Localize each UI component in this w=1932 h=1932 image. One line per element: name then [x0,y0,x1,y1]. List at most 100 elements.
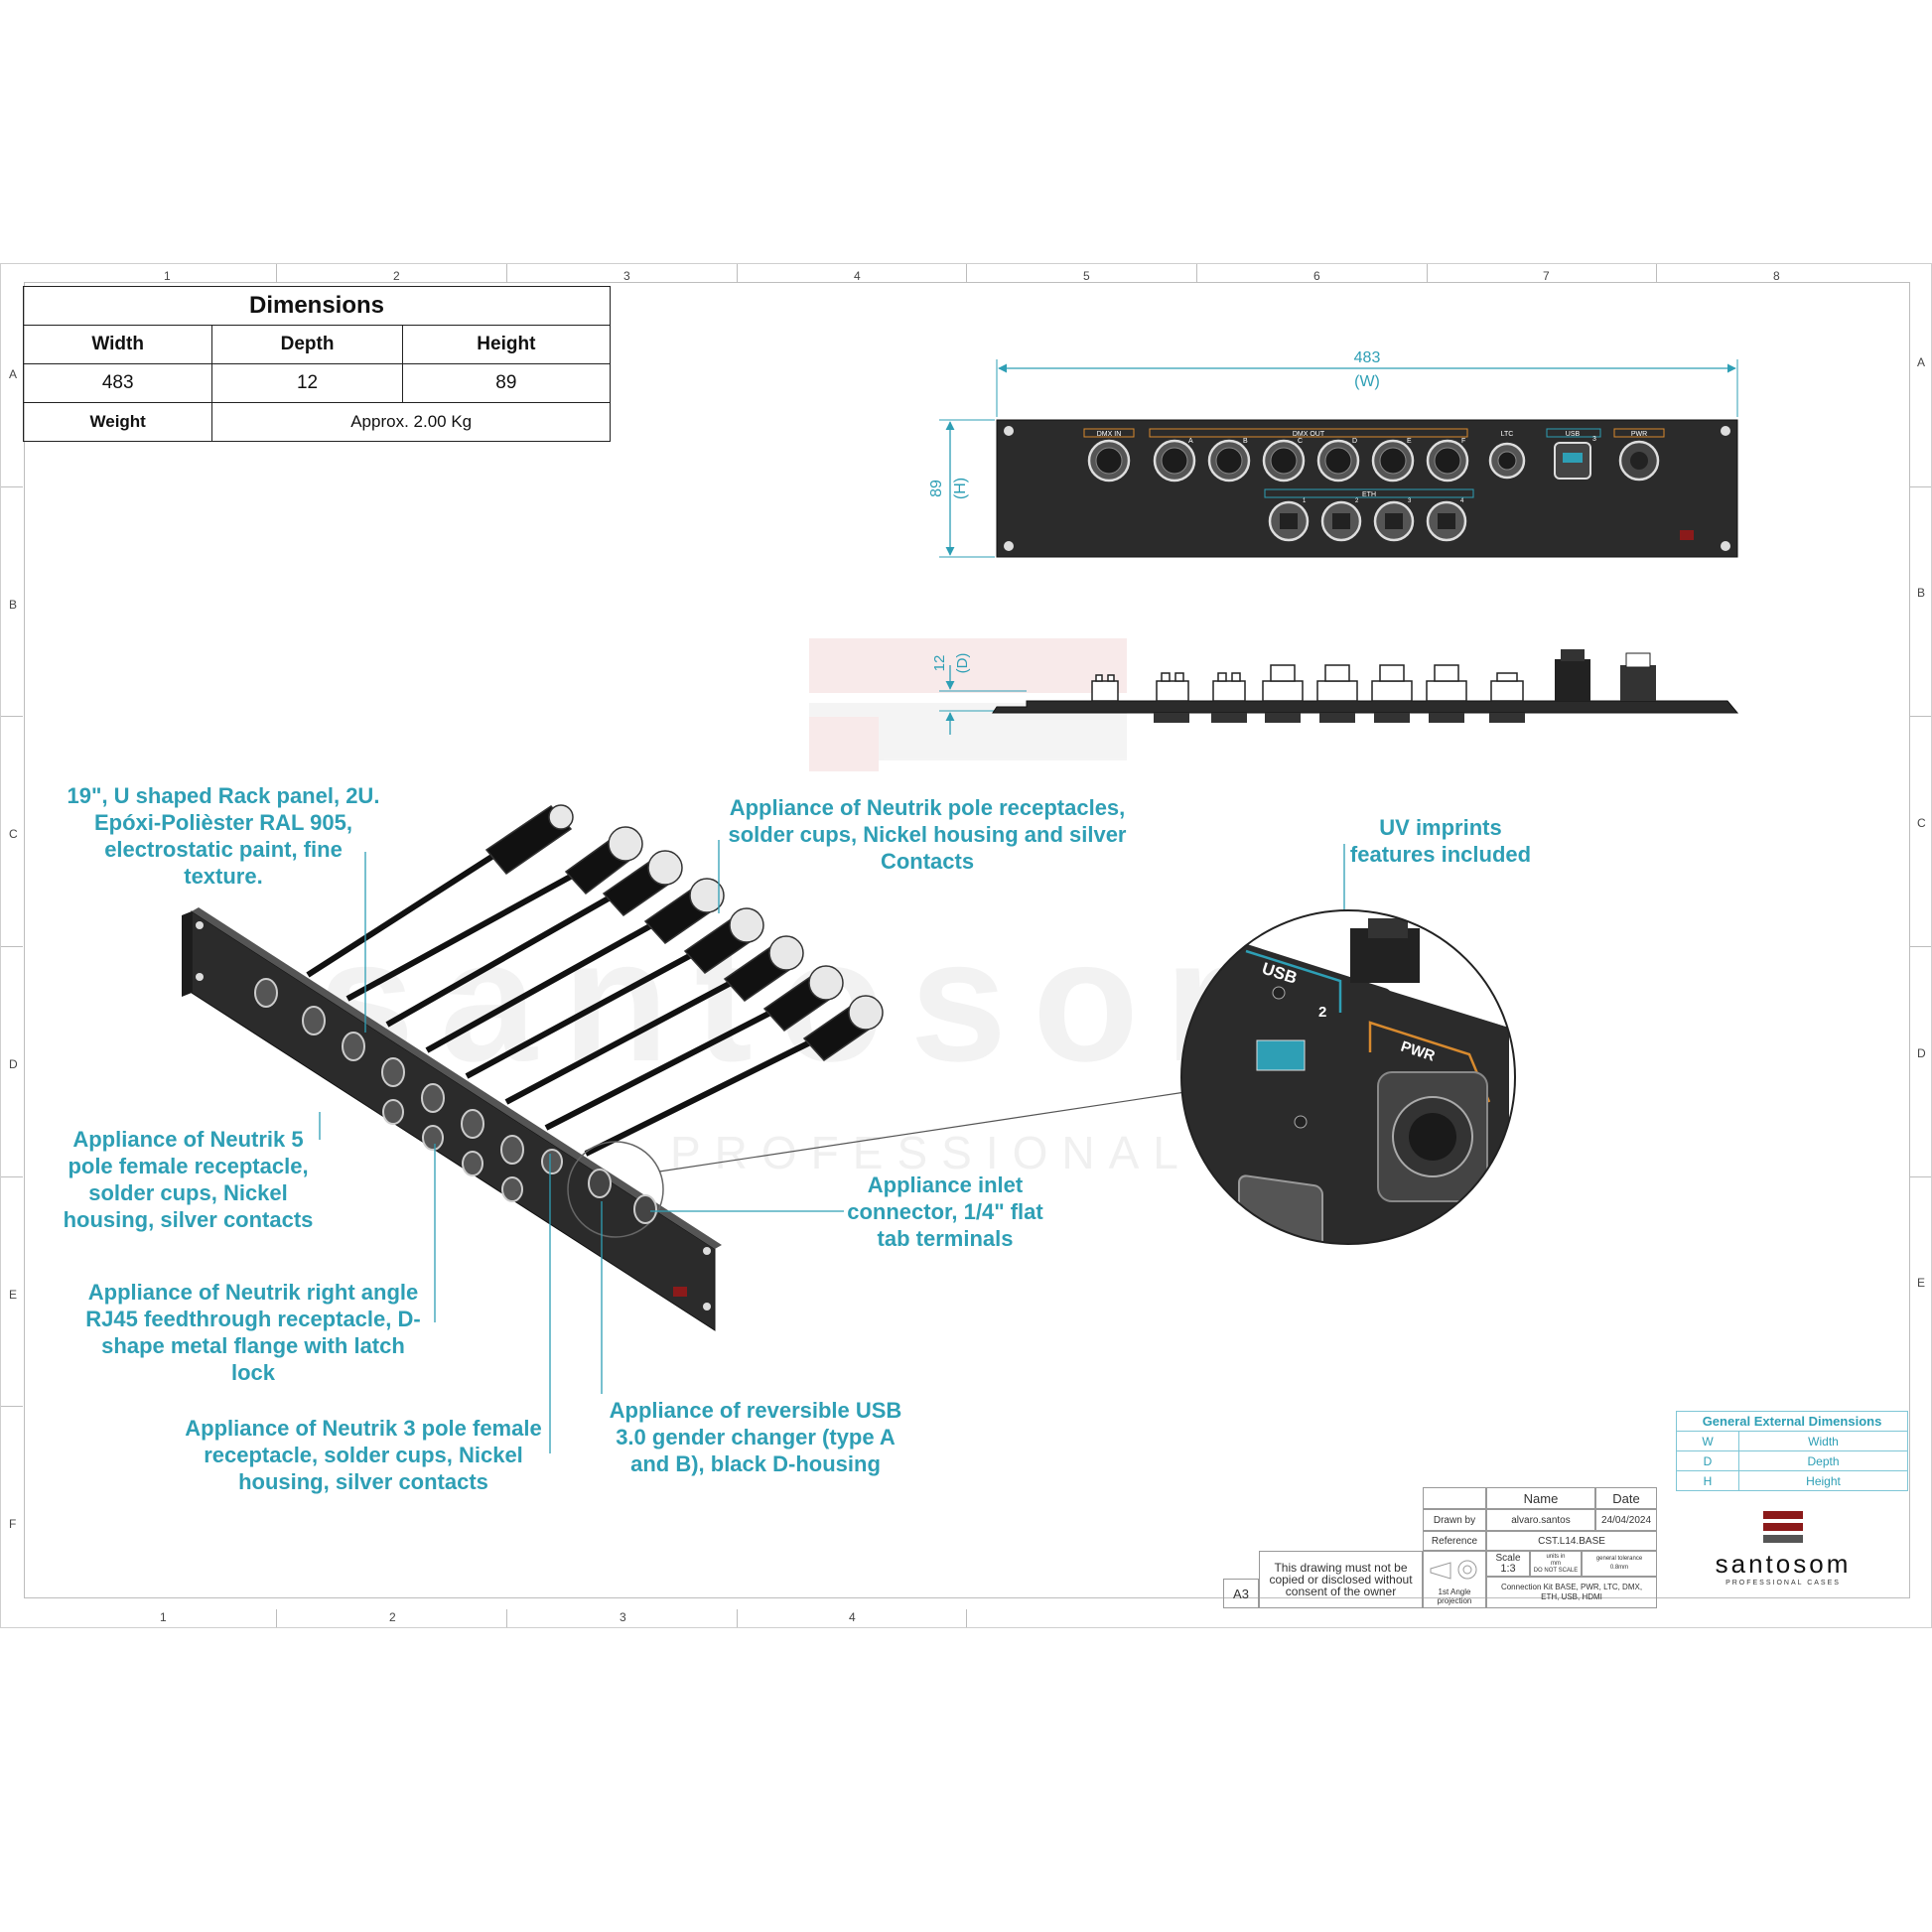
col-4: 4 [854,269,861,283]
height-dim-value: 89 [928,480,945,497]
projection-line-1: 1st Angle [1439,1587,1471,1596]
callout-neutrik-pole: Appliance of Neutrik pole receptacles, s… [728,795,1127,874]
row-c: C [9,827,18,841]
col-1: 1 [164,269,171,283]
name-header: Name [1486,1487,1595,1509]
col-b-1: 1 [160,1610,167,1624]
callout-inlet: Appliance inlet connector, 1/4" flat tab… [847,1173,1043,1251]
date-value: 24/04/2024 [1595,1509,1657,1531]
detail-usb-number: 2 [1318,1004,1326,1021]
gd-w: W [1676,1431,1739,1451]
front-xlr-connectors [1087,439,1526,483]
units-cell: units in mm DO NOT SCALE [1530,1551,1582,1577]
mount-hole [1004,541,1014,551]
company-logo: santosom PROFESSIONAL CASES [1657,1487,1909,1608]
isometric-xlr-plugs [484,804,884,1061]
projection-line-2: projection [1438,1596,1472,1605]
col-b-4: 4 [849,1610,856,1624]
out-d: D [1352,438,1357,445]
tolerance-cell: general tolerance 0.8mm [1582,1551,1657,1577]
front-eth-connectors [1268,500,1467,542]
height-dim-letter: (H) [952,478,969,499]
row-d: D [9,1057,18,1071]
depth-dim-letter: (D) [954,653,971,674]
weight-value: Approx. 2.00 Kg [211,402,611,442]
scale-value: 1:3 [1500,1563,1516,1575]
dimensions-title: Dimensions [23,286,611,326]
dimensions-table: Dimensions Width Depth Height 483 12 89 … [22,286,612,442]
col-2: 2 [393,269,400,283]
side-view: 12 (D) [931,649,1739,735]
front-out-letters: A B C D E F [1188,438,1465,445]
out-e: E [1407,438,1412,445]
tolerance-value: 0.8mm [1609,1565,1629,1571]
projection-symbol-cell: 1st Angle projection [1423,1551,1486,1608]
col-b-2: 2 [389,1610,396,1624]
drawing-description: Connection Kit BASE, PWR, LTC, DMX, ETH,… [1486,1577,1657,1608]
weight-label: Weight [22,402,213,442]
gd-width: Width [1738,1431,1908,1451]
row-f: F [9,1517,17,1531]
mount-hole [1721,426,1730,436]
callout-neutrik-5pole: Appliance of Neutrik 5 pole female recep… [63,1127,314,1232]
width-header: Width [22,325,213,364]
date-header: Date [1595,1487,1657,1509]
front-label-usb-number: 3 [1592,436,1596,443]
row-r-e: E [1917,1276,1926,1290]
out-f: F [1461,438,1465,445]
scale-label: Scale [1495,1553,1521,1564]
front-label-ltc: LTC [1501,431,1514,438]
row-r-d: D [1917,1046,1926,1060]
height-header: Height [401,325,612,364]
front-view: 483 (W) 89 (H) DMX IN DMX OUT LTC USB 3 … [928,349,1738,558]
width-dim-value: 483 [1354,349,1381,366]
logo-icon [1763,1511,1803,1543]
col-3: 3 [623,269,630,283]
col-8: 8 [1773,269,1780,283]
reference-value: CST.L14.BASE [1486,1531,1657,1551]
gd-d: D [1676,1450,1739,1471]
callout-usb: Appliance of reversible USB 3.0 gender c… [609,1398,902,1476]
col-5: 5 [1083,269,1090,283]
depth-header: Depth [211,325,403,364]
drawn-by-label: Drawn by [1423,1509,1486,1531]
tolerance-label: general tolerance [1595,1556,1643,1562]
front-label-dmx-in: DMX IN [1097,431,1122,438]
tb-blank [1423,1487,1486,1509]
front-brand-mark [1680,530,1694,540]
height-value: 89 [401,363,612,403]
front-label-usb: USB [1566,431,1581,438]
width-value: 483 [22,363,213,403]
depth-dim-value: 12 [931,655,948,672]
isometric-cables [306,851,816,1157]
out-c: C [1298,438,1303,445]
col-b-3: 3 [620,1610,626,1624]
mount-hole [1004,426,1014,436]
callout-rack-panel: 19", U shaped Rack panel, 2U. Epóxi-Poli… [67,783,380,889]
general-dims-title: General External Dimensions [1676,1411,1908,1432]
copyright-note: This drawing must not be copied or discl… [1259,1551,1423,1608]
units-label: units in mm [1546,1553,1566,1567]
detail-connector-line [658,1091,1186,1173]
front-label-eth: ETH [1362,491,1376,498]
drawn-by-value: alvaro.santos [1486,1509,1595,1531]
scale-cell: Scale 1:3 [1486,1551,1530,1577]
logo-subtitle: PROFESSIONAL CASES [1725,1580,1841,1587]
col-7: 7 [1543,269,1550,283]
eth-2: 2 [1355,498,1359,504]
row-r-b: B [1917,586,1926,600]
isometric-panel [182,804,884,1331]
sheet-size: A3 [1223,1579,1259,1608]
front-panel [996,419,1738,558]
do-not-scale: DO NOT SCALE [1533,1567,1579,1574]
row-e: E [9,1288,18,1302]
mount-hole [1721,541,1730,551]
row-r-a: A [1917,355,1926,369]
projection-icon: 1st Angle projection [1430,1560,1477,1605]
gd-h: H [1676,1470,1739,1491]
drawing-frame [24,282,1910,1598]
detail-view: USB 2 PWR [1180,909,1516,1245]
reference-label: Reference [1423,1531,1486,1551]
